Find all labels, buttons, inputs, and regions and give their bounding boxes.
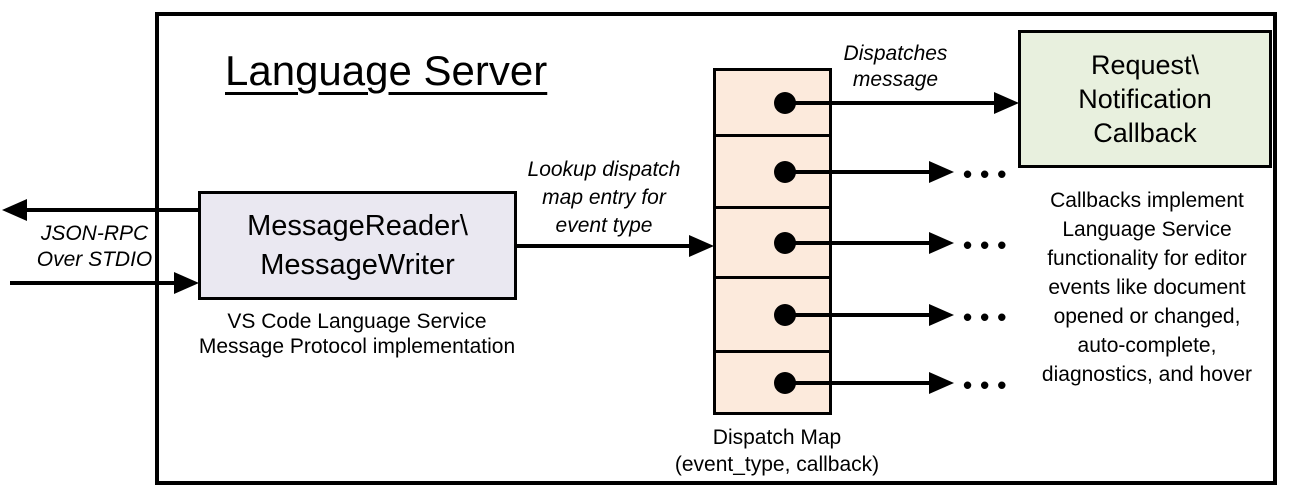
request-notification-callback-box: Request\ Notification Callback (1018, 30, 1272, 168)
page-title: Language Server (225, 47, 548, 94)
dispatch-arrow-line (783, 313, 931, 317)
dispatch-map-divider (713, 350, 832, 353)
dispatch-arrowhead-icon (929, 232, 954, 254)
lookup-arrow-line (517, 244, 691, 248)
json-rpc-label: JSON-RPC Over STDIO (36, 222, 153, 271)
message-reader-writer-box: MessageReader\ MessageWriter (198, 191, 517, 300)
language-server-frame (155, 12, 1277, 485)
ellipsis-icon: ••• (963, 230, 1015, 260)
reader-caption: VS Code Language Service Message Protoco… (198, 310, 516, 358)
callback-box-label: Request\ Notification Callback (1078, 50, 1212, 148)
stdio-out-arrow-line (22, 208, 200, 212)
dispatch-arrowhead-icon (994, 92, 1019, 114)
dispatch-map-caption: Dispatch Map (event_type, callback) (674, 426, 880, 476)
callbacks-note: Callbacks implement Language Service fun… (1041, 189, 1253, 386)
stdio-out-arrowhead-icon (2, 199, 27, 221)
stdio-in-arrow-line (10, 281, 176, 285)
dispatch-arrowhead-icon (929, 304, 954, 326)
dispatch-arrow-line (783, 170, 931, 174)
lookup-label: Lookup dispatch map entry for event type (527, 158, 681, 237)
dispatches-message-label: Dispatches message (843, 42, 948, 91)
dispatch-map-divider (713, 276, 832, 279)
lookup-arrowhead-icon (689, 235, 714, 257)
dispatch-arrow-line (783, 101, 996, 105)
dispatch-arrow-line (783, 381, 931, 385)
dispatch-arrowhead-icon (929, 372, 954, 394)
ellipsis-icon: ••• (963, 159, 1015, 189)
ellipsis-icon: ••• (963, 370, 1015, 400)
dispatch-map-divider (713, 206, 832, 209)
dispatch-arrow-line (783, 241, 931, 245)
message-reader-writer-label: MessageReader\ MessageWriter (247, 209, 468, 281)
ellipsis-icon: ••• (963, 302, 1015, 332)
stdio-in-arrowhead-icon (174, 272, 199, 294)
dispatch-arrowhead-icon (929, 161, 954, 183)
dispatch-map-divider (713, 134, 832, 137)
